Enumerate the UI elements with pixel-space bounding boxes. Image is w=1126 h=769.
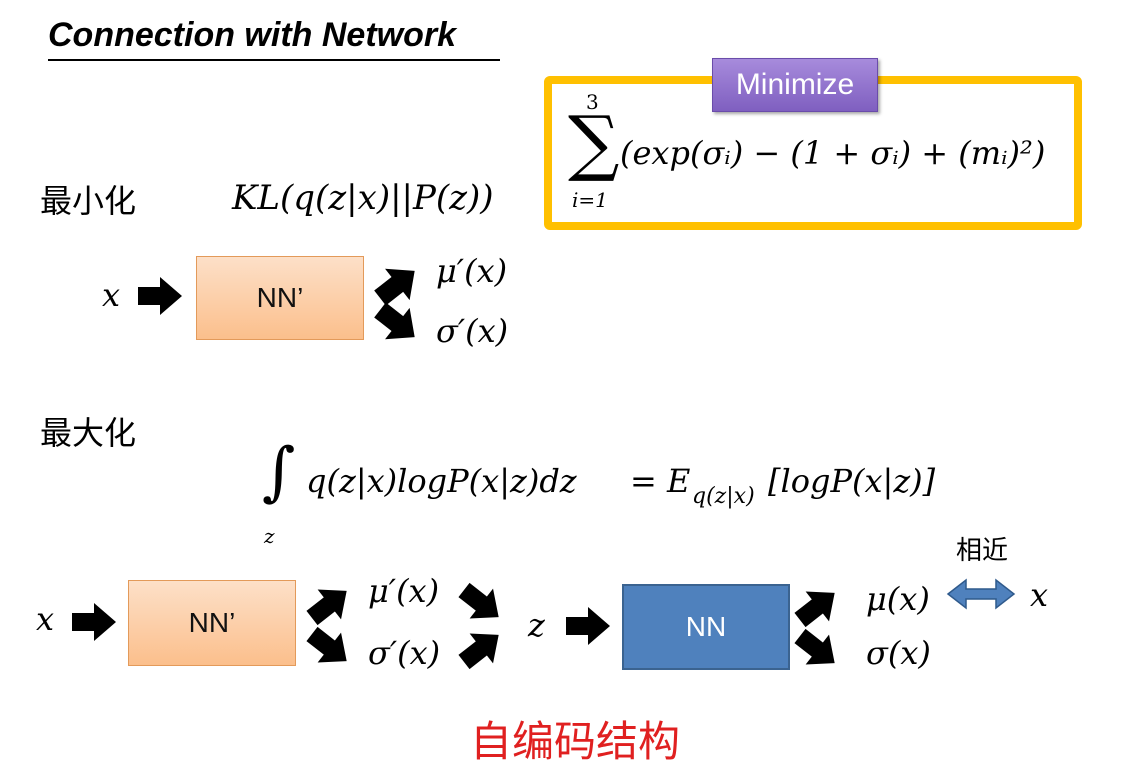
likelihood-formula-eq: = E <box>630 462 691 500</box>
arrow-x-to-encoder <box>72 603 116 641</box>
page-title: Connection with Network <box>48 16 500 61</box>
decoder-mu: μ(x) <box>866 580 930 618</box>
arrow-z-to-decoder <box>566 607 610 645</box>
likelihood-formula-left: q(z|x)logP(x|z)dz <box>306 462 577 500</box>
encoder-box: NN’ <box>128 580 296 666</box>
mu-prime-top: μ′(x) <box>436 252 508 290</box>
similar-label: 相近 <box>956 536 1009 566</box>
integral-symbol: ∫ <box>262 435 296 509</box>
minimize-tag: Minimize <box>712 58 878 112</box>
minimize-label: 最小化 <box>40 182 137 220</box>
arrow-decoder-to-mu <box>788 577 847 635</box>
arrow-sigma-to-z <box>452 619 511 677</box>
double-arrow-similar <box>946 578 1016 610</box>
encoder-sigma: σ′(x) <box>368 634 441 672</box>
sum-upper-limit: 3 <box>586 90 599 114</box>
arrow-x-to-encoder-top <box>138 277 182 315</box>
integral-subscript: z <box>264 524 275 548</box>
sum-lower-limit: i=1 <box>572 188 608 212</box>
input-x-top: x <box>102 276 121 314</box>
decoder-sigma: σ(x) <box>866 634 931 672</box>
decoder-box: NN <box>622 584 790 670</box>
pipeline-input-x: x <box>36 600 55 638</box>
sigma-prime-top: σ′(x) <box>436 312 509 350</box>
arrow-encoder-to-mu-top <box>367 255 427 314</box>
target-x: x <box>1030 576 1049 614</box>
arrow-decoder-to-sigma <box>788 621 847 679</box>
arrow-encoder-to-mu <box>300 575 359 633</box>
likelihood-formula-right: [logP(x|z)] <box>768 462 936 500</box>
kl-formula: KL(q(z|x)||P(z)) <box>232 178 494 218</box>
arrow-encoder-to-sigma <box>300 619 359 677</box>
encoder-box-top: NN’ <box>196 256 364 340</box>
minimize-formula-body: (exp(σᵢ) − (1 + σᵢ) + (mᵢ)²) <box>620 134 1046 172</box>
maximize-label: 最大化 <box>40 414 137 452</box>
arrow-mu-to-z <box>452 575 511 633</box>
expectation-subscript: q(z|x) <box>692 484 755 509</box>
arrow-encoder-to-sigma-top <box>367 294 427 353</box>
sum-symbol: ∑ <box>568 100 620 184</box>
latent-z: z <box>528 606 545 644</box>
encoder-mu: μ′(x) <box>368 572 440 610</box>
